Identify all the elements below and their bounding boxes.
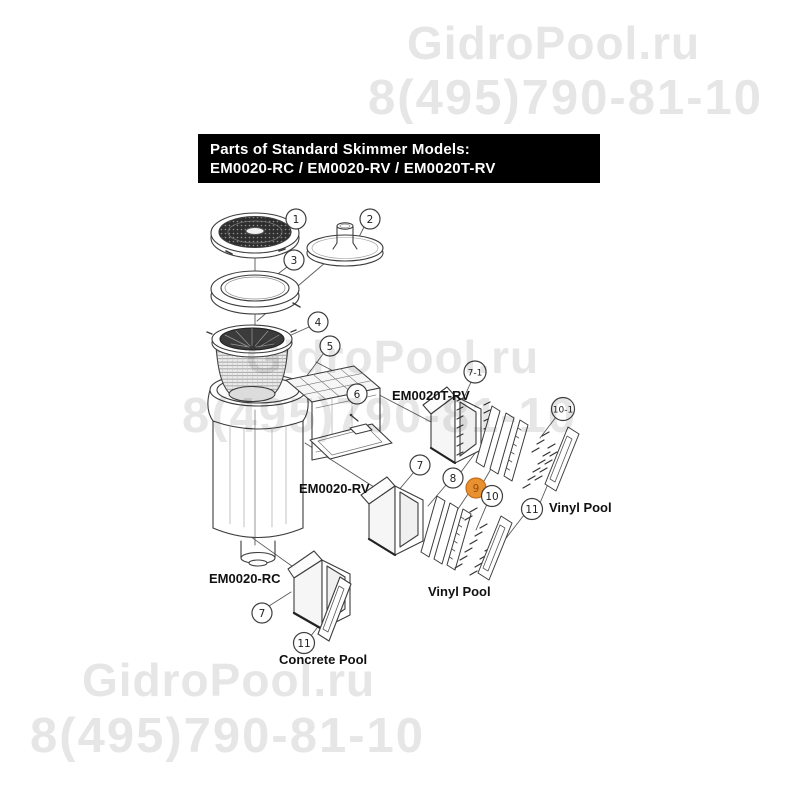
callout-10: 10 <box>480 484 504 508</box>
svg-text:5: 5 <box>327 341 334 353</box>
callout-4: 4 <box>307 311 329 333</box>
svg-text:11: 11 <box>525 504 538 516</box>
callout-2: 2 <box>359 208 381 230</box>
callout-10-1: 10-1 <box>550 396 576 422</box>
callout-5: 5 <box>319 335 341 357</box>
part-throat-rc <box>287 550 352 642</box>
label-concrete-pool: Concrete Pool <box>279 652 367 667</box>
svg-text:11: 11 <box>297 638 310 650</box>
watermark-phone-top: 8(495)790-81-10 <box>368 71 764 125</box>
watermark-phone-bottom: 8(495)790-81-10 <box>30 709 426 763</box>
svg-text:7: 7 <box>259 608 266 620</box>
watermark-phone-middle: 8(495)790-81-10 <box>182 389 578 443</box>
svg-text:7: 7 <box>417 460 424 472</box>
watermark-brand-top: GidroPool.ru <box>407 17 701 69</box>
svg-text:4: 4 <box>315 317 322 329</box>
callout-7-1: 7-1 <box>463 360 487 384</box>
callout-7-middle: 7 <box>409 454 431 476</box>
svg-text:3: 3 <box>291 255 298 267</box>
callout-1: 1 <box>285 208 307 230</box>
diagram-labels: EM0020T-RV EM0020-RV EM0020-RC Vinyl Poo… <box>209 388 612 667</box>
part-vacuum-plate <box>306 222 384 267</box>
callouts: 1 2 3 4 5 6 7- <box>251 208 576 655</box>
part-strainer-basket <box>206 324 297 403</box>
callout-11-bottom: 11 <box>292 631 316 655</box>
label-model-t-rv: EM0020T-RV <box>392 388 470 403</box>
middle-row-gaskets <box>420 495 513 581</box>
watermark-brand-bottom: GidroPool.ru <box>82 654 376 706</box>
part-weir-flap <box>309 413 393 460</box>
label-vinyl-pool-right: Vinyl Pool <box>549 500 612 515</box>
callout-7-bottom: 7 <box>251 602 273 624</box>
callout-3: 3 <box>283 249 305 271</box>
svg-text:8: 8 <box>450 473 457 485</box>
right-row-gaskets <box>475 405 580 492</box>
label-vinyl-pool-middle: Vinyl Pool <box>428 584 491 599</box>
svg-text:9: 9 <box>473 483 480 495</box>
callout-8: 8 <box>442 467 464 489</box>
label-model-rv: EM0020-RV <box>299 481 370 496</box>
svg-text:10: 10 <box>485 491 498 503</box>
svg-text:7-1: 7-1 <box>468 368 483 378</box>
watermark-brand-middle: GidroPool.ru <box>246 331 540 383</box>
callout-6: 6 <box>346 383 368 405</box>
svg-text:6: 6 <box>354 389 361 401</box>
part-throat-t-rv <box>422 386 491 465</box>
title-line2: EM0020-RC / EM0020-RV / EM0020T-RV <box>210 160 496 177</box>
svg-text:1: 1 <box>293 214 300 226</box>
part-collar-ring <box>210 270 301 315</box>
title-line1: Parts of Standard Skimmer Models: <box>210 141 470 158</box>
part-throat-rv <box>360 476 424 557</box>
callout-11-right: 11 <box>520 497 544 521</box>
part-lid <box>210 212 300 259</box>
svg-text:10-1: 10-1 <box>553 405 573 415</box>
label-model-rc: EM0020-RC <box>209 571 281 586</box>
svg-text:2: 2 <box>367 214 374 226</box>
title-block: Parts of Standard Skimmer Models: EM0020… <box>198 134 600 183</box>
